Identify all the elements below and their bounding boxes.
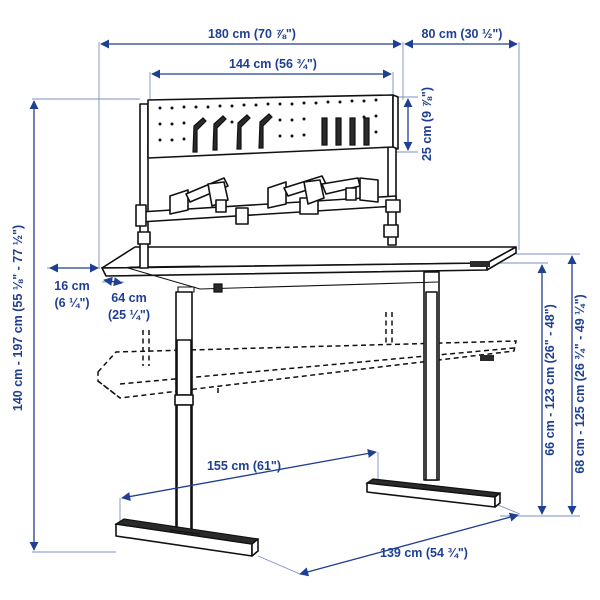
pegboard-panel [147,94,399,159]
panel-width-label: 144 cm (56 ¾") [229,57,317,71]
total-height-label: 140 cm - 197 cm (55 ⅛" - 77 ½") [11,225,25,411]
desk-depth-small-label: 16 cm [54,279,89,293]
total-width-label: 180 cm (70 ⅞") [208,27,296,41]
foot-inner-width-label: 155 cm (61") [207,459,281,473]
dimension-lines [29,39,577,577]
desk-depth-small-inch-label: (6 ¼") [54,296,89,310]
desk-drawing [97,94,517,557]
foot-outer-width-label: 139 cm (54 ¾") [380,546,468,560]
desk-height-label: 66 cm - 123 cm (26" - 48") [543,304,557,456]
monitor-arms [169,175,379,215]
desktop [101,246,517,293]
panel-height-label: 25 cm (9 ⅞") [420,87,434,161]
lowered-desktop-outline [97,312,517,399]
control-panel-icon [470,261,490,267]
lowered-control-panel-icon [480,355,494,361]
top-height-label: 68 cm - 125 cm (26 ¾" - 49 ¼") [573,294,587,473]
pegboard-hooks [192,113,370,153]
right-leg [365,271,502,508]
dimension-labels: 180 cm (70 ⅞") 80 cm (30 ½") 144 cm (56 … [11,27,587,560]
desk-depth-large-inch-label: (25 ¼") [108,308,150,322]
shelf-depth-label: 80 cm (30 ½") [422,27,503,41]
desk-depth-large-label: 64 cm [111,291,146,305]
left-leg [114,291,260,557]
